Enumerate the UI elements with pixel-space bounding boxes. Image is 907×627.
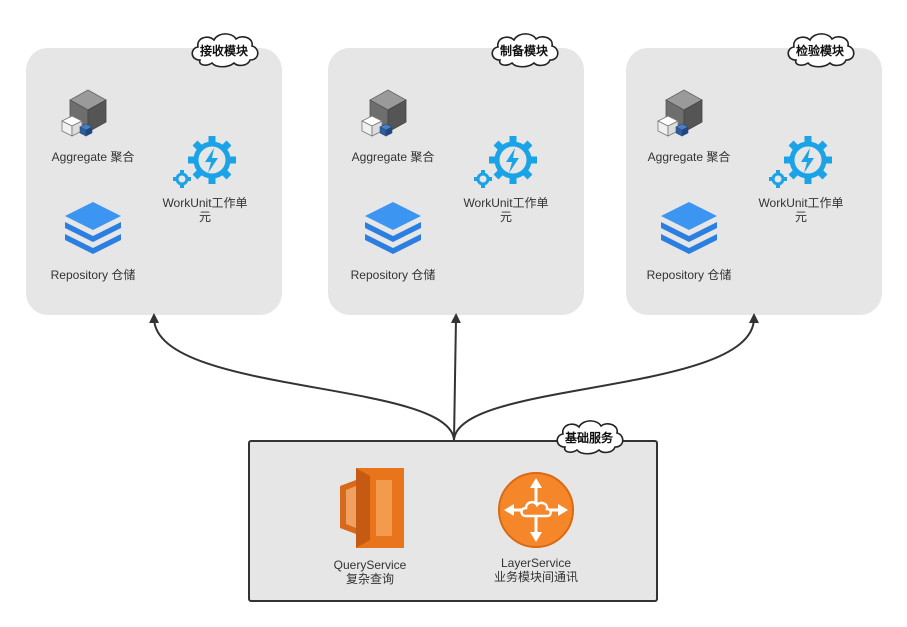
query-service-component: QueryService 复杂查询 (318, 466, 422, 586)
layer-service-desc: 业务模块间通讯 (493, 570, 578, 584)
arrow-to-receive (149, 313, 455, 441)
aggregate-label: Aggregate 聚合 (351, 150, 435, 164)
aggregate-label: Aggregate 聚合 (647, 150, 731, 164)
layer-service-name: LayerService (500, 556, 572, 570)
repository-component: Repository 仓储 (338, 200, 448, 282)
aggregate-label: Aggregate 聚合 (51, 150, 135, 164)
cloud-icon (556, 420, 624, 455)
workunit-component: WorkUnit工作单元 (451, 134, 561, 224)
workunit-component: WorkUnit工作单元 (150, 134, 260, 224)
layer-service-icon (498, 472, 574, 548)
module-title-cloud: 检验模块 (782, 30, 858, 70)
workunit-label: WorkUnit工作单元 (758, 196, 844, 224)
base-title-cloud: 基础服务 (550, 417, 628, 457)
module-panel-receive (26, 48, 282, 315)
workunit-label: WorkUnit工作单元 (162, 196, 248, 224)
base-services-panel (248, 440, 658, 602)
module-title: 检验模块 (795, 43, 844, 58)
query-service-icon (340, 468, 404, 548)
aggregate-component: Aggregate 聚合 (38, 86, 148, 164)
module-title: 制备模块 (499, 43, 548, 58)
base-title: 基础服务 (564, 430, 613, 445)
module-title-cloud: 制备模块 (486, 30, 562, 70)
arrow-to-inspect (453, 313, 759, 441)
cloud-icon (787, 33, 855, 68)
aggregate-component: Aggregate 聚合 (338, 86, 448, 164)
workunit-label: WorkUnit工作单元 (463, 196, 549, 224)
query-service-desc: 复杂查询 (345, 572, 394, 586)
module-panel-inspect (626, 48, 882, 315)
repository-component: Repository 仓储 (634, 200, 744, 282)
repository-label: Repository 仓储 (50, 268, 136, 282)
module-title: 接收模块 (199, 43, 248, 58)
cloud-icon (191, 33, 259, 68)
aggregate-component: Aggregate 聚合 (634, 86, 744, 164)
workunit-component: WorkUnit工作单元 (746, 134, 856, 224)
module-panel-prepare (328, 48, 584, 315)
cloud-icon (491, 33, 559, 68)
arrow-to-prepare (450, 313, 461, 441)
repository-label: Repository 仓储 (350, 268, 436, 282)
layer-service-component: LayerService 业务模块间通讯 (478, 470, 594, 584)
repository-label: Repository 仓储 (646, 268, 732, 282)
module-title-cloud: 接收模块 (186, 30, 262, 70)
repository-component: Repository 仓储 (38, 200, 148, 282)
query-service-name: QueryService (333, 558, 407, 572)
